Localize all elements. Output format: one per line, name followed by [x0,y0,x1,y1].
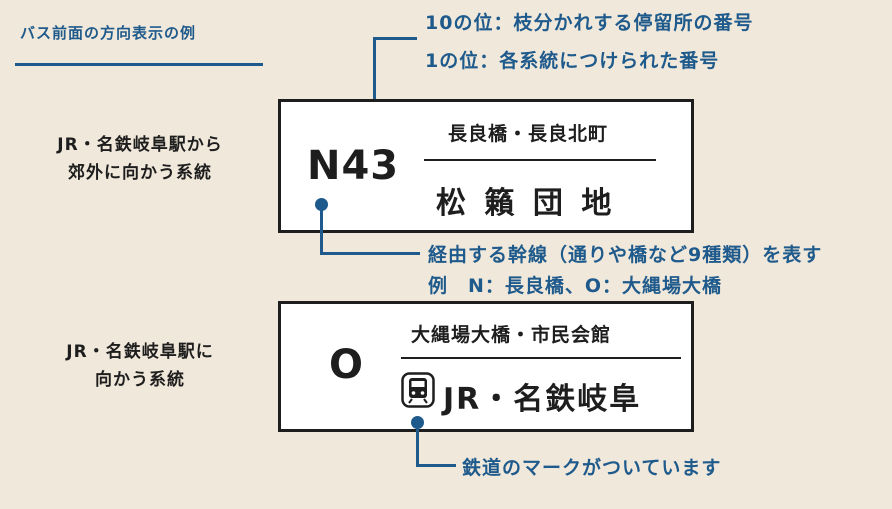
annotation-ones-digit: 1の位：各系統につけられた番号 [425,50,720,72]
leader-line-tens-horizontal [373,37,417,40]
bus-sign-station: O 大縄場大橋・市民会館 JR・名鉄岐阜 [278,301,694,432]
bus-sign-suburb: N43 長良橋・長良北町 松 籟 団 地 [278,99,694,233]
train-icon [401,372,435,408]
annotation-tens-digit: 10の位：枝分かれする停留所の番号 [425,12,754,34]
sign2-via: 大縄場大橋・市民会館 [411,324,612,346]
annotation-trunk-line: 経由する幹線（通りや橋など9種類）を表す [428,244,823,266]
sign2-label-line2: 向かう系統 [95,370,185,390]
sign1-route-number: N43 [307,143,400,189]
sign1-label-line2: 郊外に向かう系統 [68,163,212,183]
sign1-destination: 松 籟 団 地 [436,186,616,221]
leader-line-trunk-horizontal [320,252,420,255]
sign2-label-line1: JR・名鉄岐阜駅に [66,342,214,362]
leader-line-rail-horizontal [416,464,456,467]
sign2-route-number: O [329,342,365,388]
sign1-via: 長良橋・長良北町 [448,123,609,145]
annotation-rail-mark: 鉄道のマークがついています [462,457,722,479]
sign2-divider [401,357,681,359]
annotation-trunk-example: 例 N：長良橋、O：大縄場大橋 [428,275,723,297]
diagram-title: バス前面の方向表示の例 [20,24,197,42]
sign1-divider [424,159,656,161]
leader-line-rail-vertical [416,422,419,467]
sign1-label-line1: JR・名鉄岐阜駅から [57,135,223,155]
sign2-destination: JR・名鉄岐阜 [443,382,642,417]
sign1-label: JR・名鉄岐阜駅から 郊外に向かう系統 [20,131,260,187]
sign2-label: JR・名鉄岐阜駅に 向かう系統 [20,338,260,394]
leader-line-tens-vertical [373,37,376,127]
title-underline [15,63,263,66]
leader-line-trunk-vertical [320,204,323,255]
